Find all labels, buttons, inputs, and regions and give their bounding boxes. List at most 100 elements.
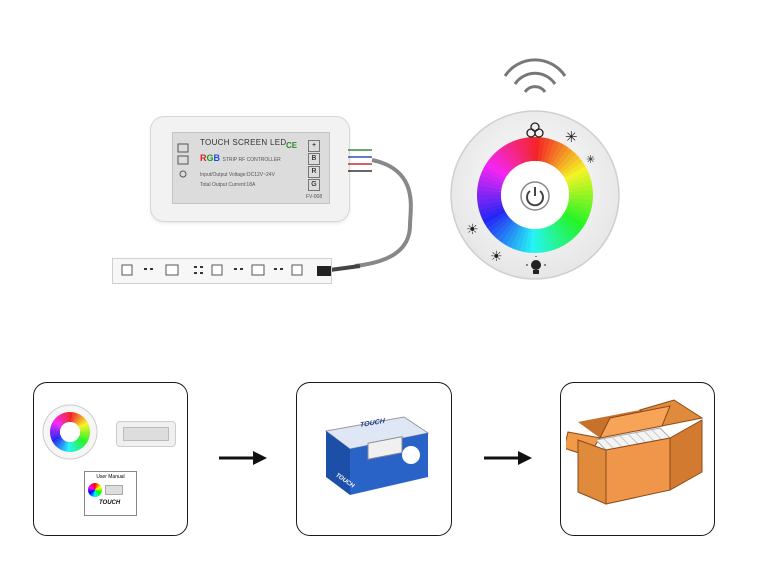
color-wheel-segment xyxy=(562,161,586,179)
color-wheel-segment xyxy=(477,179,503,190)
manual-cover xyxy=(88,483,133,497)
manual-title: User Manual xyxy=(96,474,125,480)
color-wheel-segment xyxy=(55,416,64,425)
power-icon xyxy=(520,181,550,211)
color-wheel-segment xyxy=(524,137,533,162)
speed-icon: ✳ xyxy=(586,154,596,166)
color-wheel-segment xyxy=(543,138,556,164)
color-wheel-segment xyxy=(477,194,502,201)
color-wheel-segment xyxy=(558,216,580,237)
color-wheel-segment xyxy=(490,216,511,237)
color-wheel-segment xyxy=(77,438,86,447)
color-wheel-segment xyxy=(561,157,583,176)
color-wheel-segment xyxy=(565,170,590,184)
color-wheel-segment xyxy=(537,228,546,253)
color-wheel-segment xyxy=(78,435,89,443)
color-wheel-segment xyxy=(54,417,63,426)
color-wheel-segment xyxy=(79,429,90,433)
color-wheel-segment xyxy=(59,440,67,451)
color-wheel-segment xyxy=(552,144,569,168)
color-wheel-segment xyxy=(477,184,502,193)
color-wheel-segment xyxy=(566,203,592,216)
color-wheel-segment xyxy=(482,165,506,181)
color-wheel-segment xyxy=(559,153,580,174)
mini-controller xyxy=(116,421,176,447)
color-wheel-segment xyxy=(69,441,73,452)
color-wheel-segment xyxy=(79,432,90,435)
brightness-up-icon: ✳ xyxy=(565,129,578,146)
color-wheel-segment xyxy=(529,137,536,162)
color-wheel-segment xyxy=(564,209,588,225)
color-wheel-segment xyxy=(50,424,61,430)
color-wheel-segment xyxy=(567,200,593,211)
color-wheel-segment xyxy=(564,166,588,181)
color-wheel-segment xyxy=(57,414,66,425)
color-wheel-segment xyxy=(490,153,512,174)
color-wheel-segment xyxy=(568,197,593,206)
color-wheel-segment xyxy=(524,228,533,253)
color-wheel-segment xyxy=(556,219,577,240)
color-wheel-segment xyxy=(529,228,535,253)
color-wheel-segment xyxy=(52,419,63,427)
color-wheel-segment xyxy=(76,416,85,425)
color-wheel-segment xyxy=(52,436,63,445)
controller-current-spec: Total Output Current:18A xyxy=(200,182,256,188)
color-wheel-segment xyxy=(501,144,519,168)
color-wheel-segment xyxy=(79,433,90,438)
color-wheel-segment xyxy=(549,224,564,248)
color-wheel-segment xyxy=(493,218,514,240)
ce-mark: CE xyxy=(286,141,298,150)
color-wheel-segment xyxy=(519,137,530,163)
color-wheel-segment xyxy=(510,225,524,250)
color-wheel-segment xyxy=(477,200,503,211)
color-wheel-segment xyxy=(568,195,593,201)
mode-icon: ☀ xyxy=(490,248,503,264)
pin-b: B xyxy=(308,153,320,165)
color-wheel-segment xyxy=(75,414,83,425)
color-wheel-segment xyxy=(484,211,508,229)
manual-brand: TOUCH xyxy=(99,500,121,506)
color-wheel-segment xyxy=(51,421,62,429)
color-wheel-segment xyxy=(515,138,527,164)
user-manual: User Manual TOUCH xyxy=(84,471,137,516)
color-wheel-segment xyxy=(568,189,593,196)
color-wheel-segment xyxy=(546,225,560,250)
color-wheel-segment xyxy=(79,424,90,430)
color-wheel-segment xyxy=(480,170,505,184)
pin-plus: + xyxy=(308,140,320,152)
retail-package xyxy=(324,416,430,495)
color-wheel-segment xyxy=(546,140,560,165)
color-wheel-segment xyxy=(493,150,514,171)
box-icon xyxy=(566,399,704,505)
color-wheel-segment xyxy=(50,434,61,440)
color-wheel-segment xyxy=(505,224,521,248)
color-wheel-segment xyxy=(567,179,593,190)
controller-model: FV-008 xyxy=(306,194,323,200)
color-wheel-segment xyxy=(71,412,76,423)
color-wheel-segment xyxy=(534,228,541,253)
color-wheel-segment xyxy=(72,441,78,452)
color-wheel-segment xyxy=(70,412,73,423)
color-wheel-segment xyxy=(501,222,518,246)
right-arrow-icon xyxy=(219,451,267,465)
color-wheel-segment xyxy=(79,434,90,440)
color-wheel-segment xyxy=(506,142,521,166)
color-wheel-segment xyxy=(78,422,89,429)
color-wheel-segment xyxy=(510,140,524,165)
color-wheel-segment xyxy=(477,189,502,195)
color-wheel-segment xyxy=(519,227,530,253)
controller-brand: RGB xyxy=(200,153,221,163)
color-wheel-segment xyxy=(480,206,505,220)
color-wheel-segment xyxy=(554,221,573,243)
color-wheel-segment xyxy=(73,413,81,424)
mini-remote xyxy=(42,404,98,460)
color-wheel-segment xyxy=(487,157,510,176)
color-wheel-segment xyxy=(67,412,71,423)
color-wheel-segment xyxy=(478,174,504,187)
color-wheel-segment xyxy=(54,438,63,447)
brightness-down-icon: ☀ xyxy=(466,221,479,237)
color-wheel-segment xyxy=(50,431,61,435)
pin-g: G xyxy=(308,179,320,191)
color-wheel-segment xyxy=(484,161,508,178)
controller-voltage-spec: Input/Output Voltage:DC12V~24V xyxy=(200,172,275,178)
